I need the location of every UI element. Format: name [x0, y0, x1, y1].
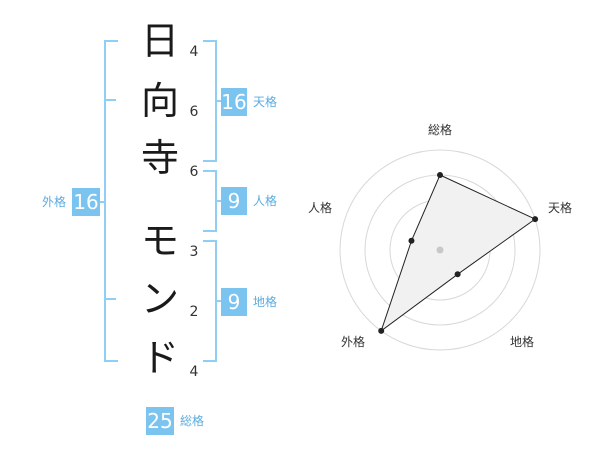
gaikaku-bracket-tick [106, 298, 116, 300]
chikaku-bracket-connector [215, 300, 221, 302]
radar-ring [339, 149, 541, 351]
tenkaku-bracket-connector [215, 100, 221, 102]
soukaku-label: 総格 [180, 414, 205, 428]
tenkaku-value-badge: 16 [221, 88, 247, 116]
name-char-1: 日 [140, 19, 179, 63]
radar-axis-label-chikaku: 地格 [510, 334, 534, 349]
radar-axis-label-gaikaku: 外格 [341, 334, 365, 349]
gaikaku-label: 外格 [42, 195, 67, 209]
name-char-3: 寺 [140, 136, 179, 180]
radar-point [532, 216, 539, 223]
stroke-count-4: 3 [189, 244, 199, 260]
radar-axis-label-jinkaku: 人格 [308, 200, 332, 215]
gaikaku-bracket-tick [106, 99, 116, 101]
chikaku-label: 地格 [253, 295, 278, 309]
stroke-count-1: 4 [189, 44, 199, 60]
radar-point [408, 237, 415, 244]
chikaku-value-badge: 9 [221, 288, 247, 316]
radar-points [378, 172, 539, 334]
radar-axis-label-tenkaku: 天格 [548, 200, 572, 215]
jinkaku-bracket-connector [215, 200, 221, 202]
radar-point [378, 327, 385, 334]
stroke-count-5: 2 [189, 304, 199, 320]
stroke-count-2: 6 [189, 104, 199, 120]
jinkaku-label: 人格 [253, 194, 278, 208]
radar-center-dot [436, 246, 444, 254]
soukaku-value-badge: 25 [146, 407, 174, 435]
stroke-count-3: 6 [189, 164, 199, 180]
gaikaku-bracket [104, 40, 118, 362]
radar-point [437, 172, 443, 178]
radar-point [454, 271, 461, 278]
radar-axis-label-soukaku: 総格 [428, 122, 452, 137]
name-char-4: モ [140, 219, 179, 263]
jinkaku-value-badge: 9 [221, 187, 247, 215]
gaikaku-value-badge: 16 [72, 188, 100, 216]
name-char-5: ン [140, 277, 179, 321]
stroke-count-6: 4 [189, 364, 199, 380]
name-char-2: 向 [140, 79, 179, 123]
name-char-6: ド [140, 336, 179, 380]
tenkaku-label: 天格 [253, 95, 278, 109]
radar-area [380, 174, 537, 333]
